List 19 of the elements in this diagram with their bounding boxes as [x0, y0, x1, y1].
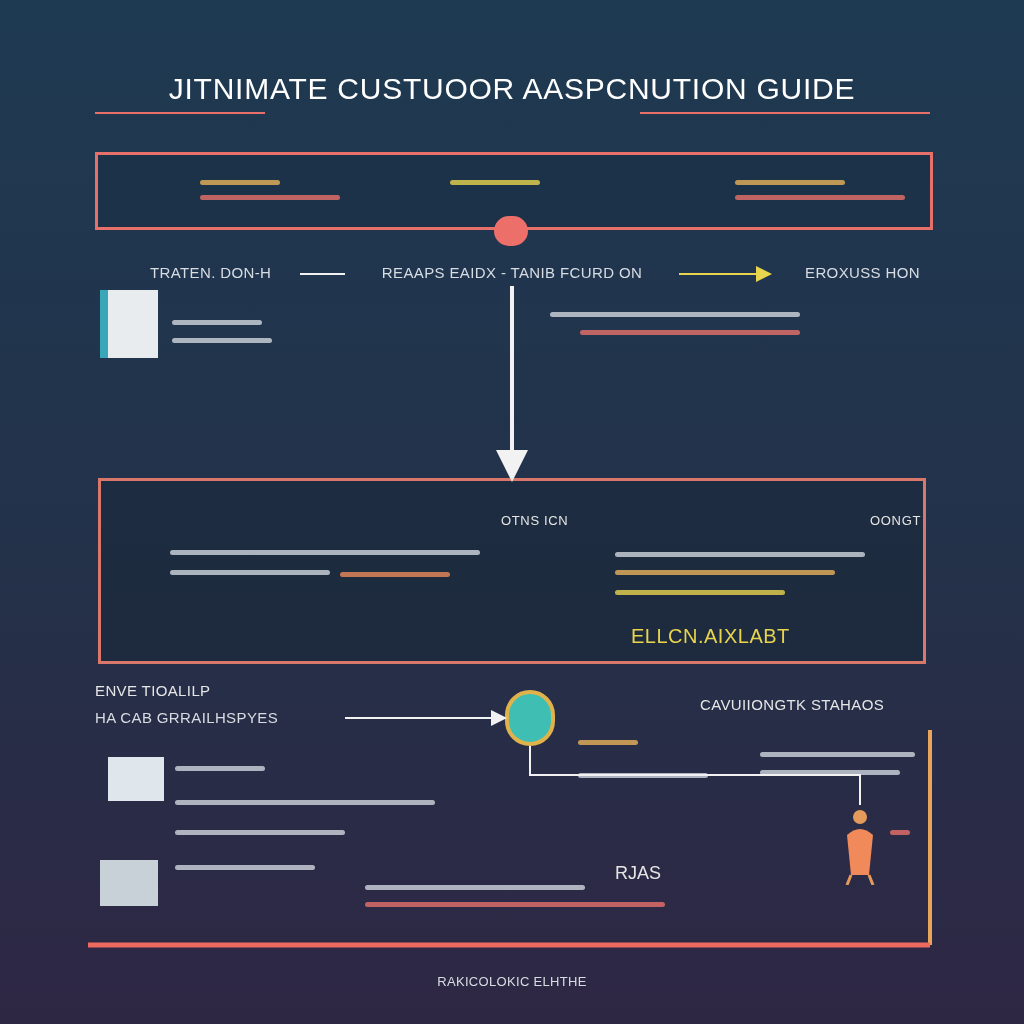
round-icon: [494, 216, 528, 246]
connector-arrow: [344, 710, 507, 726]
round-icon: [505, 690, 555, 746]
section-heading: TRATEN. DON-H: [150, 263, 273, 283]
section-heading: REAAPS EAIDX - TANIB FCURD ON: [380, 263, 644, 283]
section-heading: ENVE TIOALILP: [95, 681, 212, 701]
section-heading: EROXUSS HON: [804, 263, 920, 283]
panel-frame: [95, 152, 933, 230]
section-heading: OTNS ICN: [501, 512, 570, 530]
panel-frame: [98, 478, 926, 664]
footer-text: RAKICOLOKIC ELHTHE: [436, 973, 588, 991]
section-heading: RJAS: [615, 862, 662, 885]
title: JITNIMATE CUSTUOOR AASPCNUTION GUIDE: [167, 71, 857, 107]
section-heading: HA CAB GRRAILHSPYES: [95, 707, 280, 728]
connector-arrow: [678, 266, 772, 282]
highlight-text: ELLCN.AIXLABT: [631, 624, 791, 649]
connector-arrow: [496, 286, 528, 482]
section-heading: CAVUIIONGTK STAHAOS: [700, 695, 886, 715]
section-heading: OONGT: [869, 512, 921, 530]
